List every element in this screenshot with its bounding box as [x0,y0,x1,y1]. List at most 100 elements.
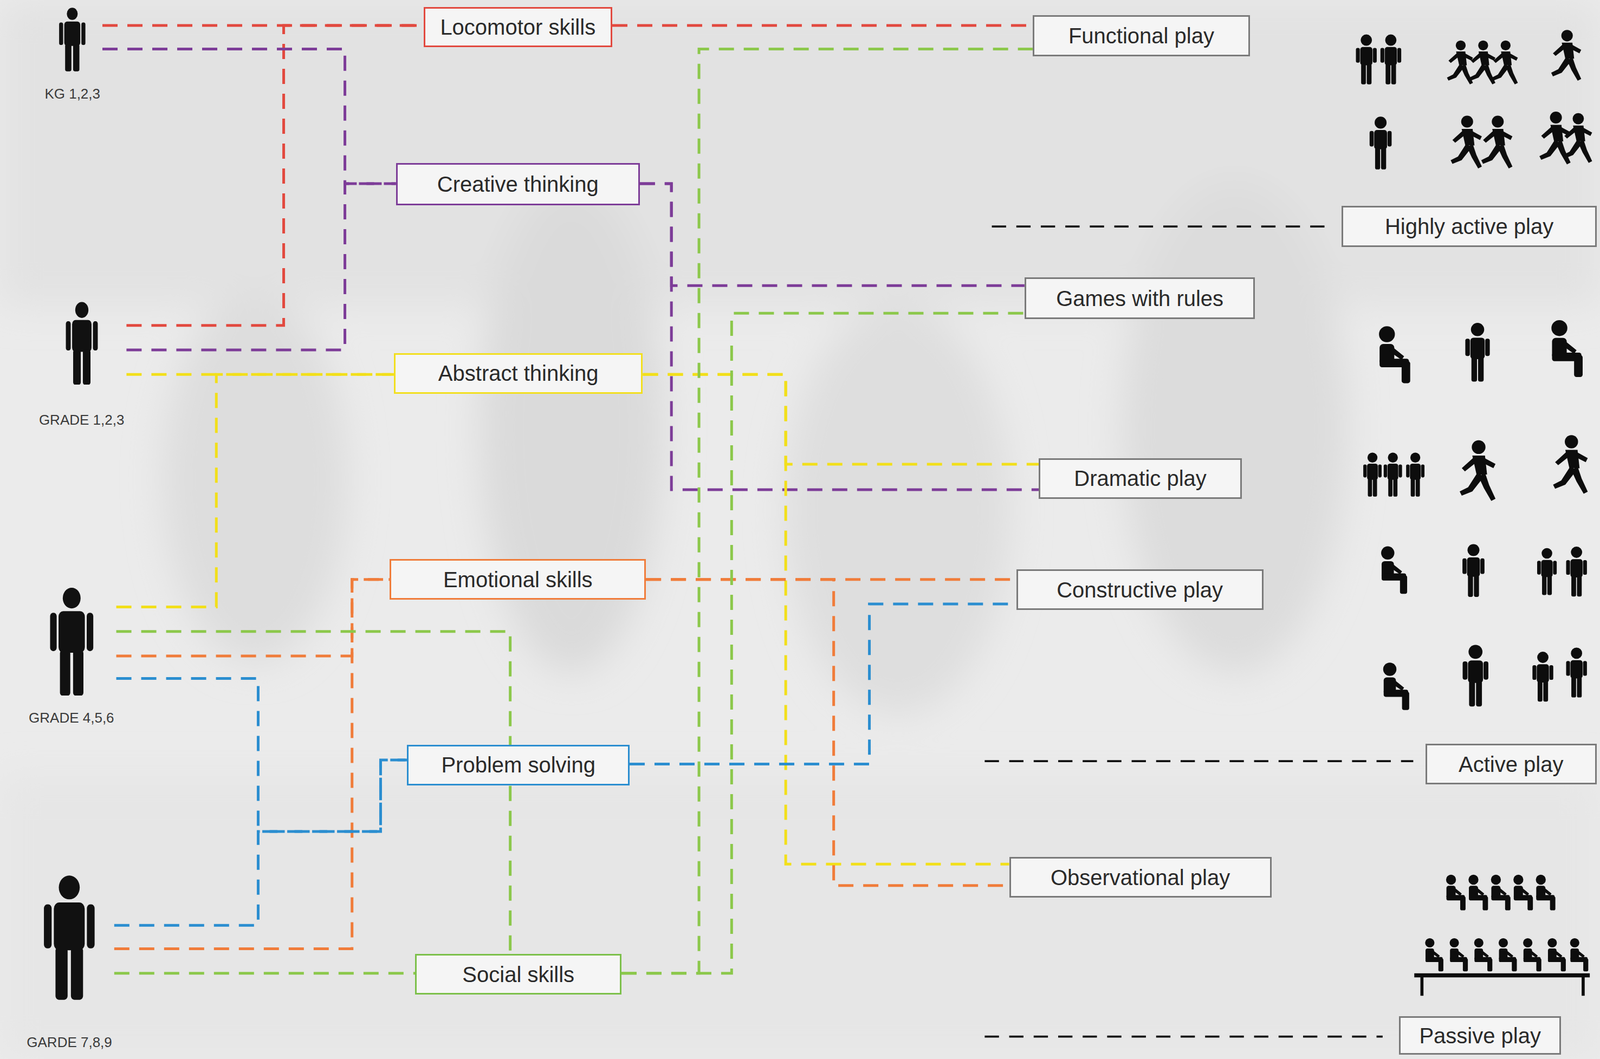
category-box: Creative thinking [396,163,640,205]
category-box: Functional play [1032,15,1250,56]
person-arm [86,612,94,652]
child-silhouette [1369,116,1392,170]
photo-grass [0,775,1600,1059]
child-silhouette [1481,115,1513,168]
person-arm [43,904,52,949]
dashed-connector [639,183,1025,286]
dashed-connector [116,631,511,955]
child-silhouette [1491,875,1511,911]
person-arm [92,321,98,351]
child-silhouette [1532,651,1553,702]
category-box: Abstract thinking [393,353,644,394]
child-silhouette [1536,875,1556,911]
child-silhouette [1449,938,1468,972]
box-label: Creative thinking [437,171,599,197]
child-silhouette [1356,34,1377,85]
child-silhouette [1378,326,1411,384]
person-head [74,301,88,318]
child-silhouette [1513,875,1533,911]
category-box: Emotional skills [389,559,646,600]
dashed-connector [114,760,408,926]
child-silhouette [1547,938,1566,972]
category-box: Dramatic play [1038,458,1242,500]
child-silhouette [1562,113,1592,164]
section-dividers [984,226,1414,1037]
person-leg [73,349,81,385]
box-label: Games with rules [1056,286,1224,312]
child-silhouette [1468,875,1488,911]
category-box: Social skills [415,954,621,995]
person-body [54,902,86,951]
grade-figure: GRADE 1,2,3 [36,301,127,430]
dashed-connector [116,678,408,832]
dashed-connector [621,48,1033,974]
child-silhouette [1552,435,1588,494]
child-silhouette [1551,29,1582,81]
person-leg [73,44,80,72]
box-label: Problem solving [441,752,596,778]
person-icon [41,874,97,1001]
dashed-connector [114,972,416,975]
bench-leg [1420,975,1424,997]
activity-silhouettes [1356,29,1593,996]
box-label: Emotional skills [443,567,593,593]
dashed-connector [621,313,1025,974]
box-label: Observational play [1050,865,1230,891]
child-silhouette [1570,938,1589,972]
child-silhouette [1565,546,1587,597]
dashed-connector [642,374,1039,465]
child-silhouette [1363,452,1382,497]
child-silhouette [1383,452,1403,497]
bench [1414,973,1590,978]
child-silhouette [1450,115,1482,168]
category-box: Locomotor skills [423,7,613,47]
child-silhouette [1537,548,1557,596]
person-arm [59,22,63,46]
category-box: Active play [1425,743,1597,785]
person-arm [81,22,86,46]
box-label: Social skills [462,962,575,988]
grade-label: KG 1,2,3 [44,85,101,103]
dashed-connector [126,25,424,326]
photo-sky [0,0,1600,307]
category-box: Problem solving [406,745,630,786]
person-icon [48,586,96,697]
box-label: Active play [1458,752,1564,777]
child-silhouette [1469,40,1496,85]
child-silhouette [1381,546,1408,595]
person-arm [49,612,57,652]
child-silhouette [1465,322,1490,382]
box-label: Constructive play [1056,577,1223,603]
dashed-connector [629,604,1017,765]
person-head [62,587,81,609]
person-leg [72,650,83,697]
child-silhouette [1498,938,1518,972]
category-box: Constructive play [1016,569,1264,611]
dashed-connector [126,183,396,351]
divider-line [984,1035,1383,1039]
grade-figure: KG 1,2,3 [42,7,103,103]
dashed-connector [116,374,394,607]
dashed-connector [102,48,397,184]
child-silhouette [1491,40,1518,85]
person-body [64,21,81,47]
bench-leg [1581,975,1585,997]
photo-child [785,306,1010,715]
dashed-connector [114,579,391,950]
box-label: Dramatic play [1073,465,1207,491]
child-silhouette [1462,644,1489,707]
photo-child [479,183,664,674]
person-body [72,319,92,352]
category-box: Highly active play [1341,205,1597,247]
child-silhouette [1406,452,1425,497]
person-icon [64,301,100,385]
child-silhouette [1383,662,1410,711]
child-silhouette [1474,938,1493,972]
person-head [59,875,81,900]
divider-line [984,760,1414,763]
grade-label: GARDE 7,8,9 [26,1034,113,1052]
